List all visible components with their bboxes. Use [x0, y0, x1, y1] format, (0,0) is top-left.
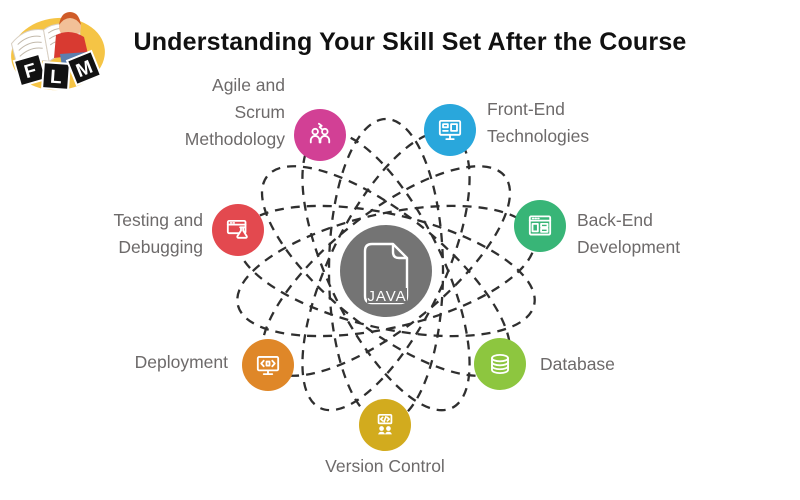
logo-letter-tiles: F L M [12, 49, 103, 91]
backend-window-icon [528, 215, 552, 236]
flm-logo: F L M [10, 12, 105, 91]
node-front-end [424, 104, 476, 156]
agile-scrum-icon [309, 122, 331, 144]
testing-flask-icon [226, 219, 248, 239]
label-deployment: Deployment [134, 352, 228, 372]
node-version-control [359, 399, 411, 451]
node-deployment [242, 339, 294, 391]
java-center-node: JAVA [340, 225, 432, 317]
page-title: Understanding Your Skill Set After the C… [133, 28, 687, 56]
frontend-monitor-icon [438, 119, 462, 141]
node-agile-scrum [294, 109, 346, 161]
label-version-control: Version Control [325, 456, 445, 476]
label-front-end: Front-End Technologies [487, 99, 590, 147]
java-label-backdrop [367, 288, 407, 303]
logo-letter: L [49, 67, 62, 89]
node-testing-debugging [212, 204, 264, 256]
java-label: JAVA [367, 288, 406, 305]
database-icon [491, 353, 509, 374]
logo-letter: F [22, 60, 39, 83]
version-control-icon [377, 413, 393, 435]
label-agile-scrum: Agile and Scrum Methodology [184, 75, 285, 150]
node-back-end [514, 200, 566, 252]
label-database: Database [540, 354, 615, 374]
logo-letter: M [73, 57, 96, 82]
deployment-icon [256, 356, 280, 376]
node-database [474, 338, 526, 390]
label-back-end: Back-End Development [577, 210, 681, 258]
label-testing-debugging: Testing and Debugging [113, 210, 203, 258]
